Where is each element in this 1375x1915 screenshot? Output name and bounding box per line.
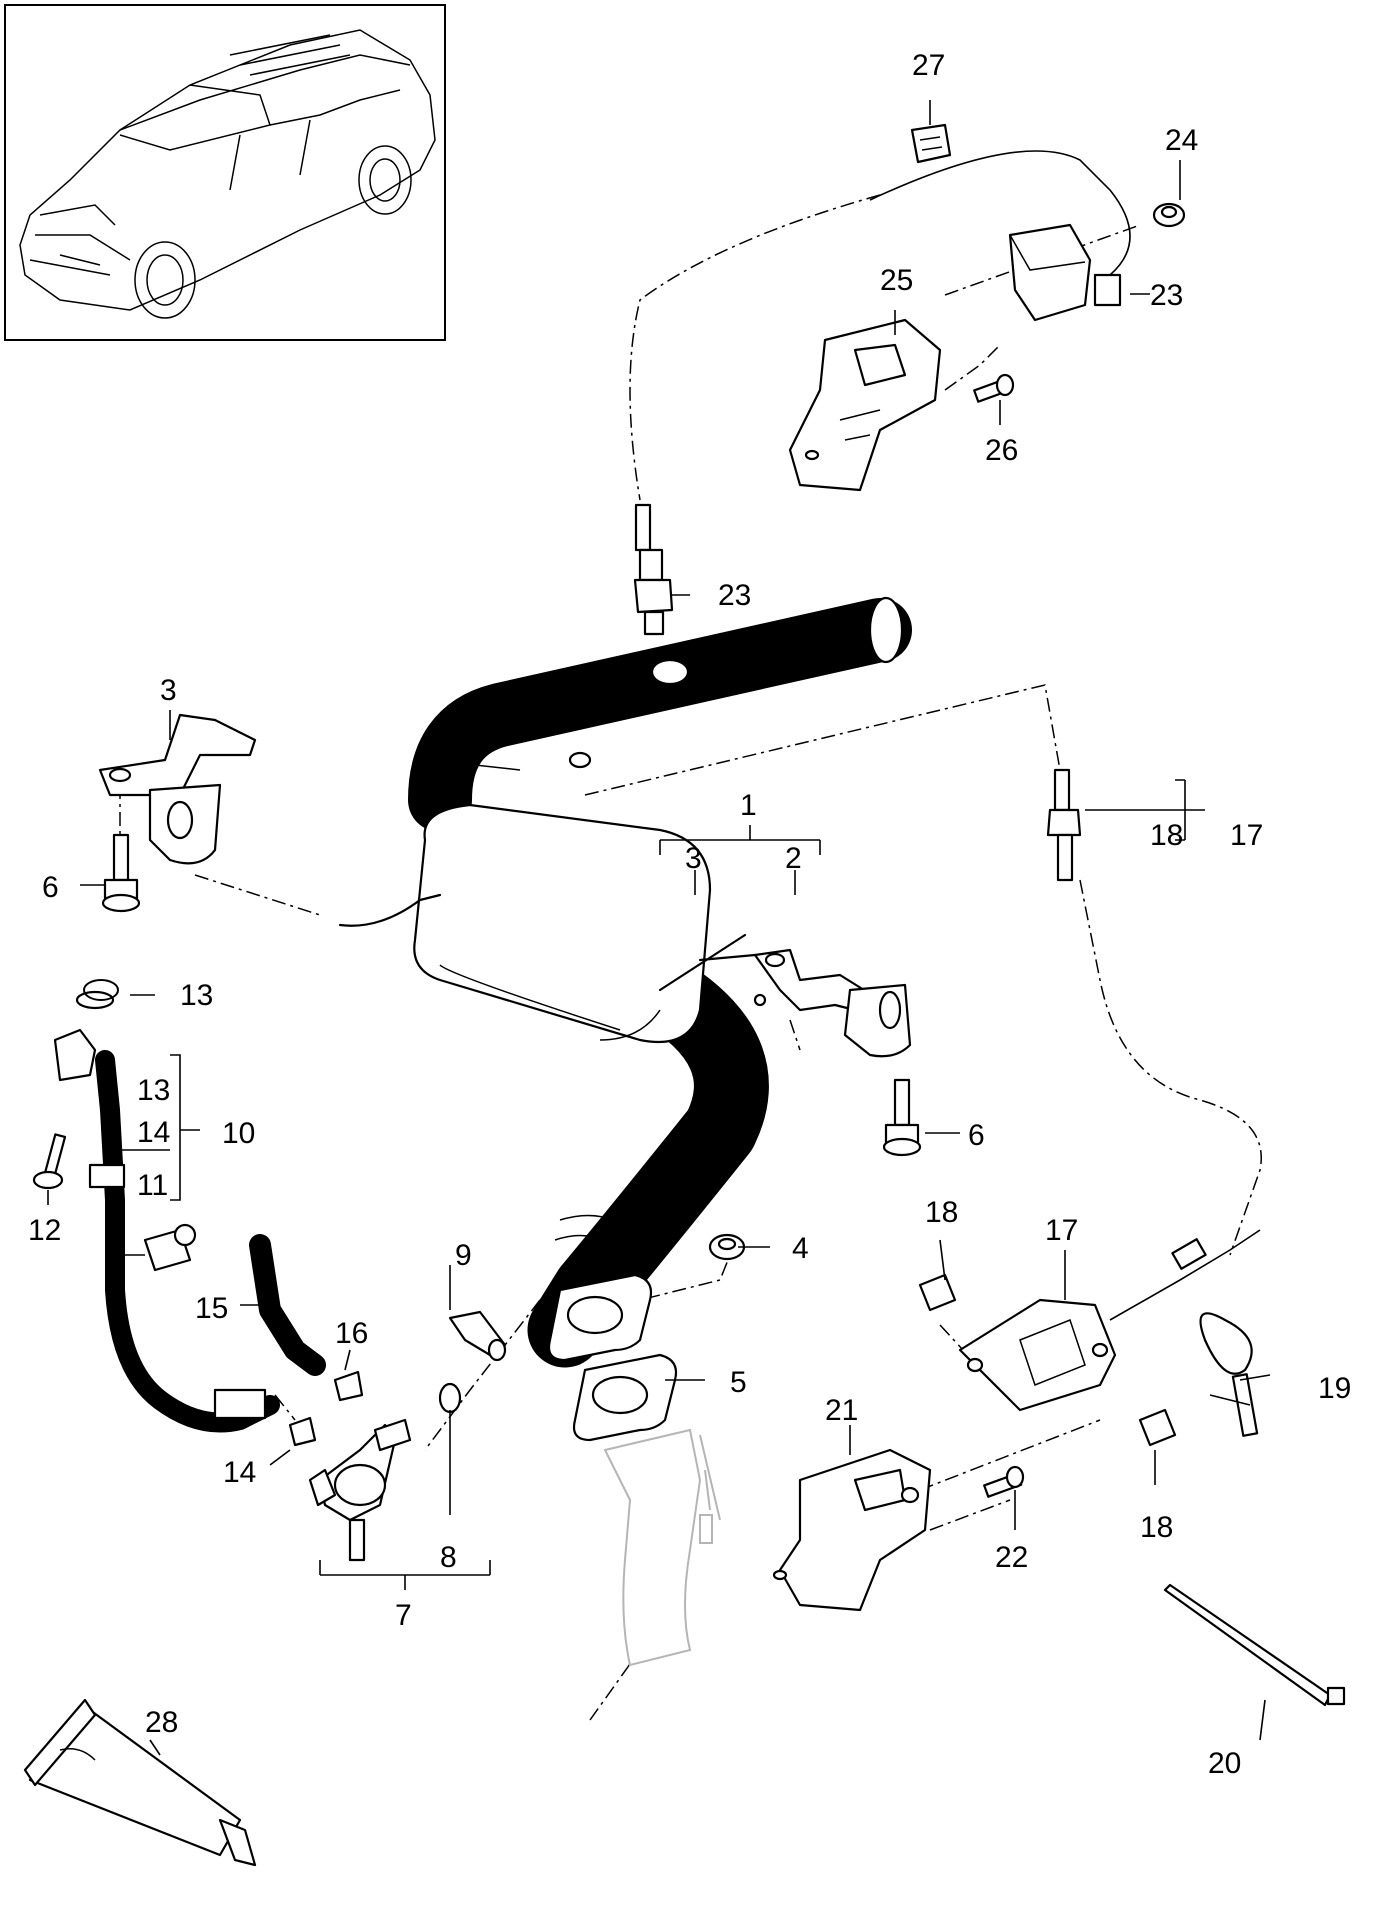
callout-17-right: 17: [1230, 819, 1263, 852]
clip-18-lower: [1138, 1408, 1177, 1447]
nut-4: [708, 1233, 746, 1261]
callout-15: 15: [195, 1292, 228, 1325]
callout-2: 2: [785, 842, 802, 875]
paste-tube-28: [23, 1698, 257, 1867]
callout-25: 25: [880, 264, 913, 297]
callout-5: 5: [730, 1366, 747, 1399]
callout-27: 27: [912, 49, 945, 82]
callout-3-center: 3: [685, 842, 702, 875]
callout-labels: 27 24 23 25 26 23 3 1 3 2 18 17 6 13 6 1…: [28, 49, 1351, 1780]
control-unit-23: [869, 150, 1131, 322]
leader-lines: [47, 100, 1271, 1756]
gasket-upper: [547, 1273, 653, 1362]
callout-12: 12: [28, 1214, 61, 1247]
cable-tie-20: [1163, 1583, 1346, 1707]
callout-28: 28: [145, 1706, 178, 1739]
callout-22: 22: [995, 1541, 1028, 1574]
clip-27: [910, 123, 952, 164]
clamp-9: [448, 1310, 507, 1362]
callout-8: 8: [440, 1541, 457, 1574]
callout-13-group: 13: [137, 1074, 170, 1107]
callout-6-right: 6: [968, 1119, 985, 1152]
callout-11: 11: [137, 1169, 168, 1202]
clip-14-lower: [288, 1416, 317, 1447]
callout-23-lower: 23: [718, 579, 751, 612]
callout-23-upper: 23: [1150, 279, 1183, 312]
check-valve-13-14: [53, 990, 115, 1082]
screw-12: [32, 1133, 67, 1190]
valve-assembly-7: [308, 1418, 412, 1562]
callout-1: 1: [740, 789, 757, 822]
callout-26: 26: [985, 434, 1018, 467]
control-bracket-25: [788, 318, 942, 492]
callout-4: 4: [792, 1232, 809, 1265]
nut-24: [1152, 202, 1186, 228]
o-ring-13: [83, 979, 119, 1001]
callout-13-top: 13: [180, 979, 213, 1012]
callout-20: 20: [1208, 1747, 1241, 1780]
cable-tie-19: [1199, 1312, 1259, 1437]
callout-6-left: 6: [42, 871, 59, 904]
gasket-5: [572, 1353, 678, 1442]
callout-9: 9: [455, 1239, 472, 1272]
sensor-module-17: [958, 1229, 1261, 1412]
front-pipe-ghost: [603, 1428, 721, 1667]
hose-10: [88, 1050, 280, 1433]
sensor-23-probe: [633, 503, 674, 636]
callout-14-lower: 14: [223, 1456, 256, 1489]
exhaust-pipe-silencer: [338, 596, 912, 1368]
callout-3-left: 3: [160, 674, 177, 707]
clip-11: [143, 1223, 197, 1272]
bolt-6-left: [101, 833, 141, 913]
callout-7: 7: [395, 1599, 412, 1632]
callout-14-group: 14: [137, 1116, 170, 1149]
callout-18-upper-right: 18: [1150, 819, 1183, 852]
bracket-21: [772, 1448, 932, 1612]
hanger-bracket-2-right: [753, 948, 912, 1058]
bolt-22: [983, 1465, 1025, 1498]
callout-24: 24: [1165, 124, 1198, 157]
callout-18-top: 18: [925, 1196, 958, 1229]
callout-16: 16: [335, 1317, 368, 1350]
vehicle-thumbnail: [4, 4, 446, 341]
bolt-6-right: [882, 1078, 922, 1157]
hanger-bracket-3-left: [98, 713, 257, 865]
o-ring-8: [438, 1382, 462, 1414]
bolt-26: [973, 373, 1015, 403]
callout-18-lower: 18: [1140, 1511, 1173, 1544]
clip-18-upper: [918, 1273, 957, 1312]
callout-10: 10: [222, 1117, 255, 1150]
callout-17-module: 17: [1045, 1214, 1078, 1247]
clip-16: [333, 1370, 364, 1402]
callout-21: 21: [825, 1394, 858, 1427]
callout-19: 19: [1318, 1372, 1351, 1405]
hose-15: [249, 1234, 326, 1376]
sensor-17-probe: [1046, 768, 1082, 882]
